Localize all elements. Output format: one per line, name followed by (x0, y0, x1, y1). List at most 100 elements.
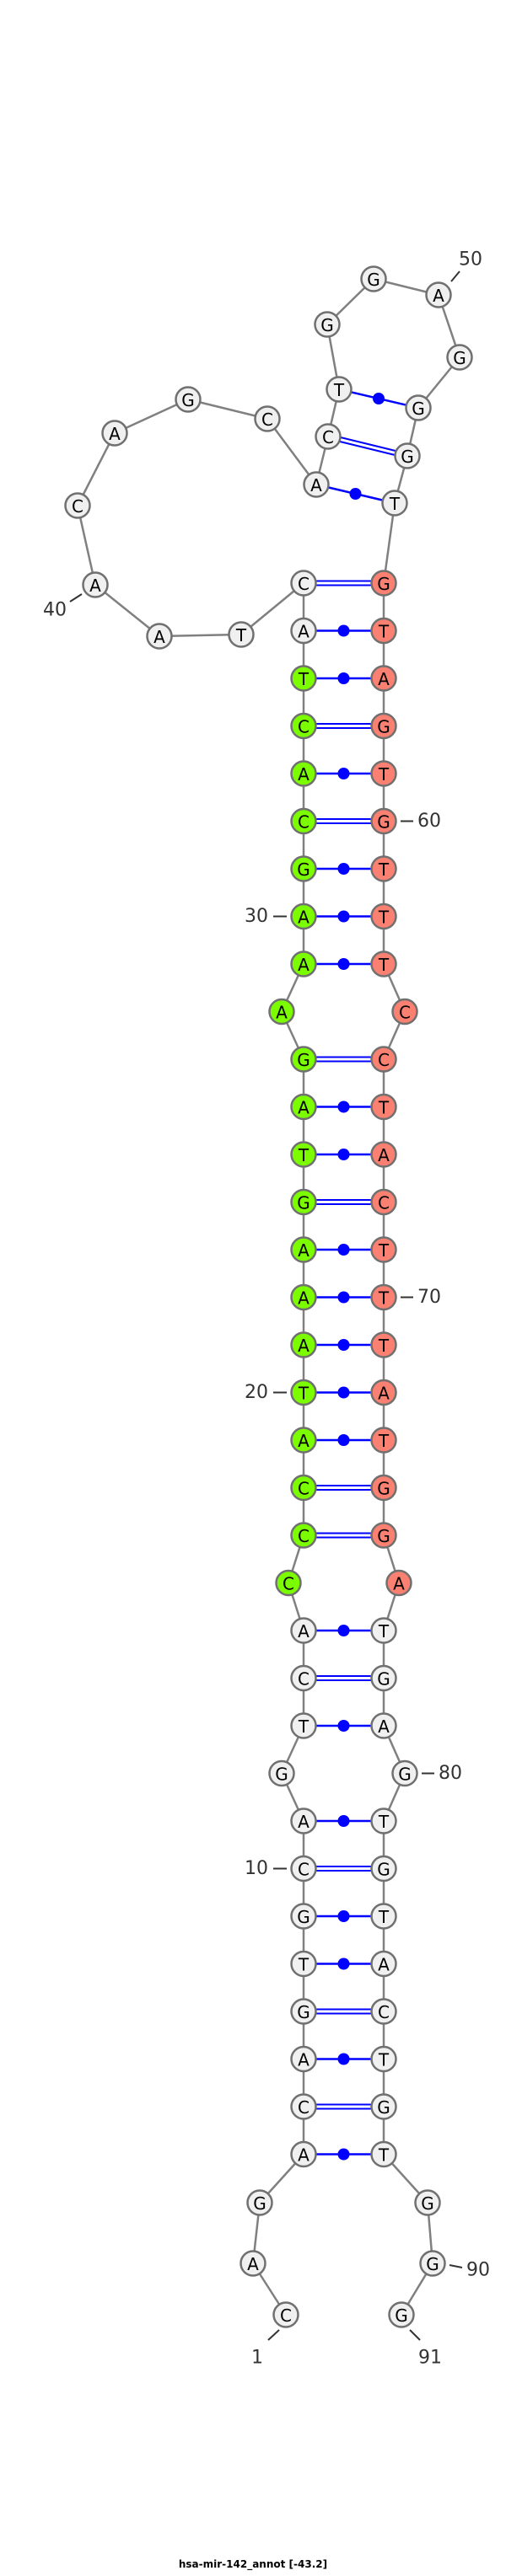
nucleotide-circle (290, 1046, 317, 1073)
nucleotide-letter: A (298, 1240, 310, 1261)
nucleotide-67: A (370, 1141, 397, 1168)
au-pair-bond (315, 863, 372, 875)
nucleotide-60: G (370, 807, 397, 835)
pair-dot (337, 2148, 350, 2161)
nucleotide-letter: A (298, 2050, 310, 2070)
position-label-10: 10 (245, 1858, 287, 1879)
position-number: 60 (417, 811, 441, 832)
nucleotide-circle (381, 490, 408, 517)
nucleotide-circle (370, 1807, 397, 1834)
nucleotide-61: T (370, 855, 397, 882)
pair-dot (337, 2053, 350, 2065)
au-pair-bond (315, 2148, 372, 2161)
nucleotide-79: A (370, 1712, 397, 1739)
nucleotide-circle (315, 423, 342, 450)
nucleotide-letter: G (367, 270, 380, 290)
nucleotide-letter: A (109, 424, 121, 444)
nucleotide-circle (388, 2301, 415, 2328)
nucleotide-circle (370, 1664, 397, 1692)
position-number: 20 (245, 1382, 268, 1403)
nucleotide-circle (290, 1617, 317, 1644)
nucleotide-letter: T (378, 2145, 390, 2166)
nucleotide-letter: G (426, 2254, 439, 2274)
nucleotide-letter: C (298, 574, 310, 594)
nucleotide-circle (290, 1283, 317, 1311)
position-number: 91 (418, 2348, 442, 2369)
nucleotide-letter: A (247, 2254, 259, 2274)
structure-title: hsa-mir-142_annot [-43.2] (179, 2558, 327, 2571)
nucleotide-85: C (370, 1998, 397, 2025)
nucleotide-letter: A (298, 908, 310, 928)
position-label-70: 70 (401, 1287, 441, 1308)
nucleotide-circle (101, 420, 128, 447)
nucleotide-circle (290, 1903, 317, 1930)
gc-pair-bond (315, 2103, 372, 2110)
position-label-80: 80 (422, 1763, 462, 1784)
nucleotide-letter: T (378, 622, 390, 642)
nucleotide-letter: C (72, 496, 83, 517)
nucleotide-letter: T (378, 1240, 390, 1261)
nucleotide-22: A (290, 1283, 317, 1311)
nucleotide-letter: C (378, 1050, 390, 1070)
nucleotide-circle (290, 1093, 317, 1121)
nucleotide-circle (290, 902, 317, 930)
nucleotide-circle (303, 471, 330, 498)
nucleotide-circle (268, 998, 295, 1026)
nucleotides: CAGACAGTGCAGTCACCCATAAAGTAGAAAGCACTACTAA… (64, 265, 473, 2328)
nucleotide-45: A (303, 471, 330, 498)
nucleotide-letter: G (297, 2002, 310, 2022)
nucleotide-90: G (419, 2250, 446, 2277)
nucleotide-74: G (370, 1474, 397, 1502)
position-label-60: 60 (401, 811, 441, 832)
nucleotide-letter: T (298, 1145, 310, 1165)
nucleotide-80: G (391, 1759, 418, 1787)
nucleotide-6: A (290, 2045, 317, 2073)
au-pair-bond (315, 1339, 372, 1351)
nucleotide-letter: A (378, 1955, 390, 1975)
nucleotide-81: T (370, 1807, 397, 1834)
nucleotide-circle (290, 2093, 317, 2120)
nucleotide-letter: A (298, 1812, 310, 1832)
nucleotide-59: T (370, 760, 397, 787)
nucleotide-letter: T (298, 1955, 310, 1975)
position-number: 40 (43, 600, 67, 621)
pair-dot (337, 672, 350, 684)
au-pair-bond (327, 486, 384, 501)
nucleotide-46: C (315, 423, 342, 450)
nucleotide-25: T (290, 1141, 317, 1168)
au-pair-bond (315, 1101, 372, 1113)
nucleotide-circle (240, 2250, 266, 2277)
nucleotide-circle (370, 617, 397, 645)
nucleotide-circle (370, 570, 397, 597)
nucleotide-letter: G (275, 1765, 288, 1785)
nucleotide-letter: G (377, 812, 390, 833)
nucleotide-letter: T (298, 1716, 310, 1737)
nucleotide-circle (290, 855, 317, 882)
nucleotide-circle (146, 623, 173, 650)
nucleotide-circle (290, 1998, 317, 2025)
nucleotide-letter: G (453, 348, 466, 368)
nucleotide-circle (290, 570, 317, 597)
nucleotide-86: T (370, 2045, 397, 2073)
gc-pair-bond (315, 1532, 372, 1539)
nucleotide-letter: T (378, 1098, 390, 1118)
nucleotide-letter: C (261, 410, 273, 430)
backbone-link (159, 633, 242, 638)
au-pair-bond (315, 1386, 372, 1399)
nucleotide-23: A (290, 1236, 317, 1263)
nucleotide-47: T (326, 376, 353, 403)
nucleotide-76: A (385, 1569, 412, 1597)
nucleotide-1: C (272, 2301, 299, 2328)
nucleotide-83: T (370, 1903, 397, 1930)
nucleotide-letter: G (412, 399, 425, 419)
nucleotide-letter: A (298, 955, 310, 975)
nucleotide-letter: T (378, 1621, 390, 1641)
pair-dot (337, 1910, 350, 1922)
nucleotide-letter: C (298, 1669, 310, 1690)
nucleotide-circle (290, 951, 317, 977)
nucleotide-circle (370, 712, 397, 740)
au-pair-bond (315, 1434, 372, 1446)
nucleotide-letter: G (377, 574, 390, 594)
nucleotide-letter: A (298, 1431, 310, 1451)
au-pair-bond (315, 1957, 372, 1970)
